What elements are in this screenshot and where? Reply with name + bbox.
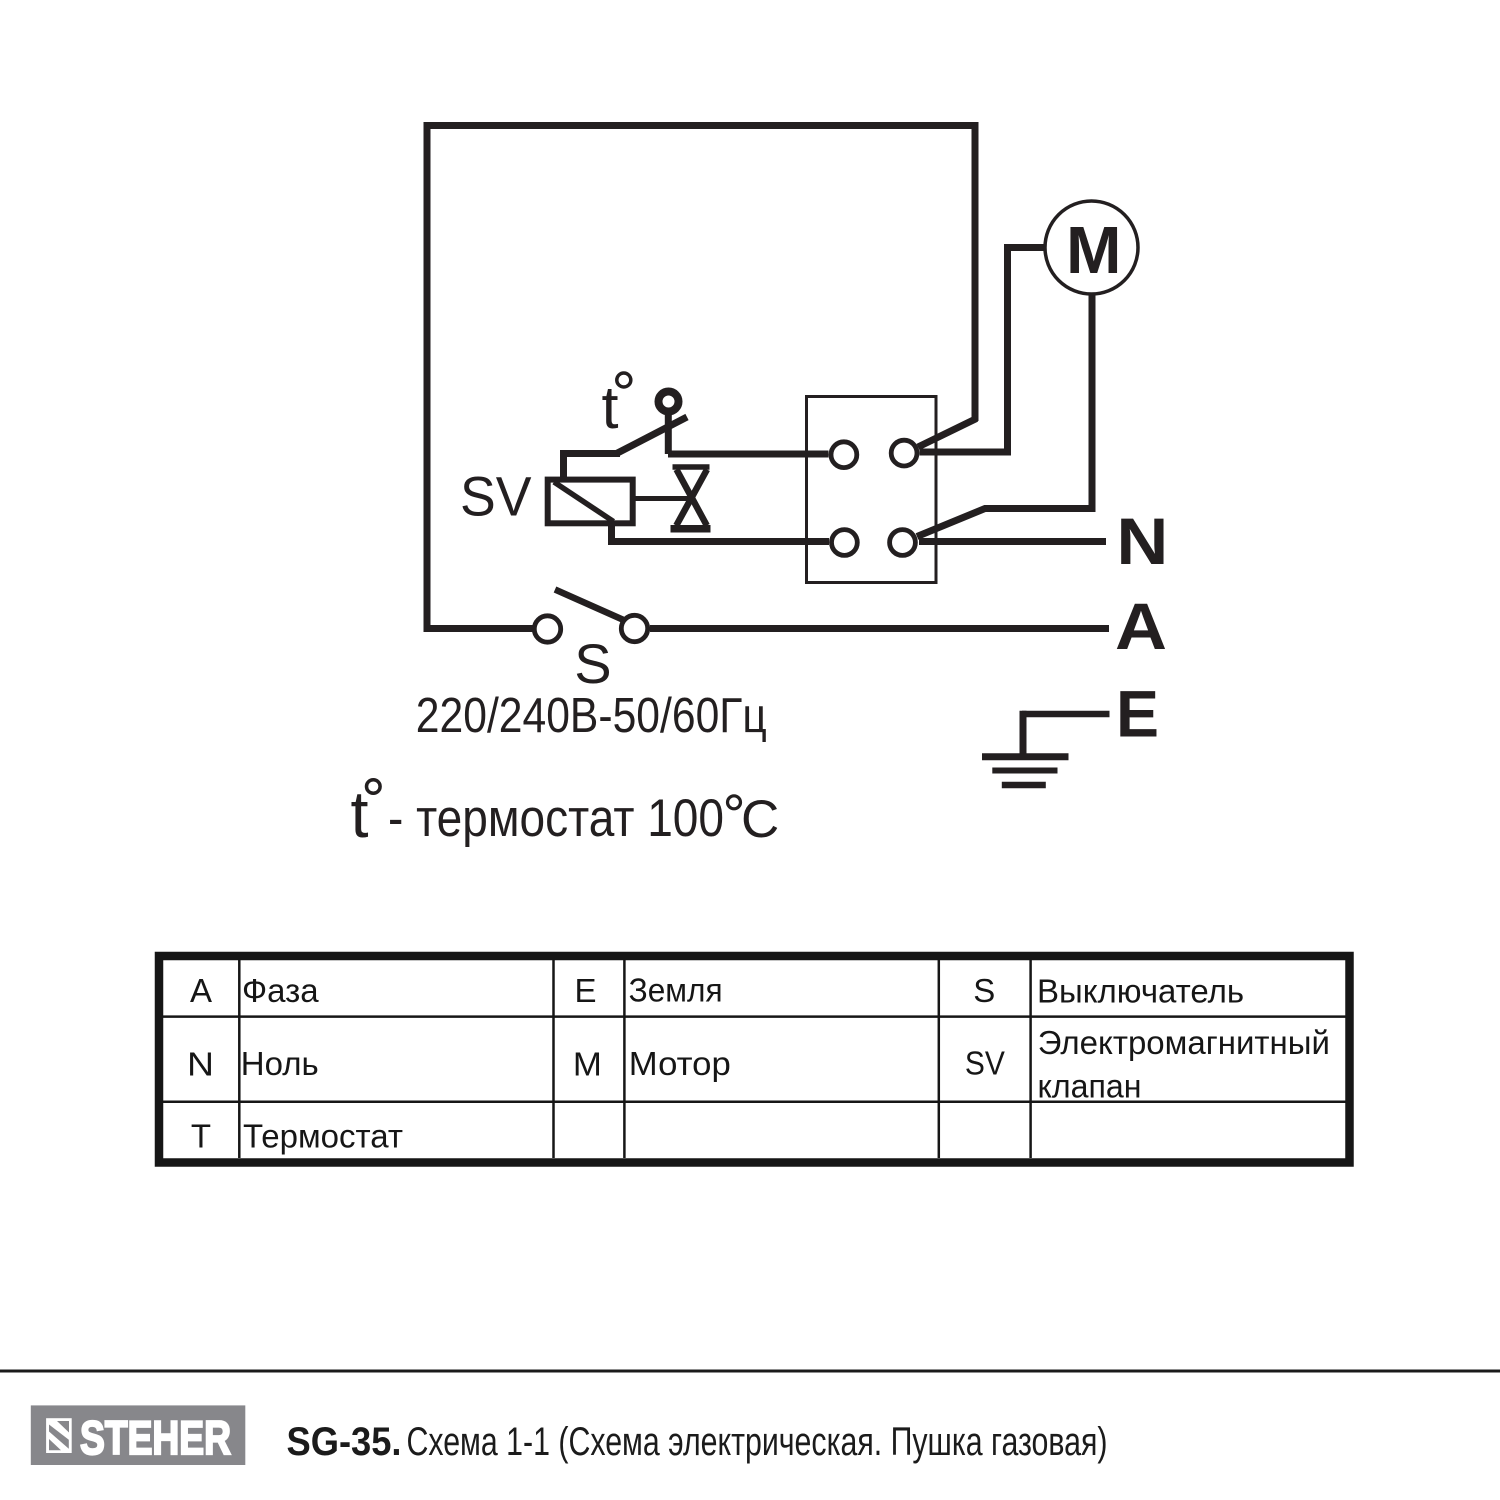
svg-text:Фаза: Фаза [242,972,319,1009]
svg-text:t: t [602,374,619,441]
svg-text:- термостат 100: - термостат 100 [388,789,724,848]
svg-text:SG-35.: SG-35. [287,1420,402,1464]
svg-text:Выключатель: Выключатель [1037,973,1244,1010]
svg-text:C: C [741,790,779,849]
svg-text:Мотор: Мотор [629,1045,731,1082]
svg-text:STEHER: STEHER [80,1411,231,1464]
svg-text:M: M [1066,213,1122,288]
svg-text:t: t [351,777,369,851]
svg-text:SV: SV [965,1045,1005,1082]
svg-text:N: N [187,1046,214,1083]
svg-text:A: A [1115,589,1167,663]
svg-text:M: M [573,1046,602,1083]
svg-text:SV: SV [460,465,532,528]
svg-text:Электромагнитный: Электромагнитный [1038,1024,1330,1061]
svg-text:S: S [973,972,995,1009]
svg-text:Схема 1-1 (Схема электрическая: Схема 1-1 (Схема электрическая. Пушка га… [407,1420,1108,1464]
svg-text:Ноль: Ноль [241,1045,319,1082]
svg-text:T: T [191,1118,211,1155]
svg-text:Земля: Земля [629,972,723,1009]
svg-text:A: A [190,972,212,1009]
svg-text:Термостат: Термостат [243,1118,403,1155]
svg-text:E: E [1116,677,1159,751]
svg-text:N: N [1116,504,1168,578]
svg-text:S: S [574,632,611,695]
svg-text:клапан: клапан [1038,1068,1142,1105]
svg-text:E: E [574,972,596,1009]
svg-text:220/240В-50/60Гц: 220/240В-50/60Гц [416,689,767,743]
